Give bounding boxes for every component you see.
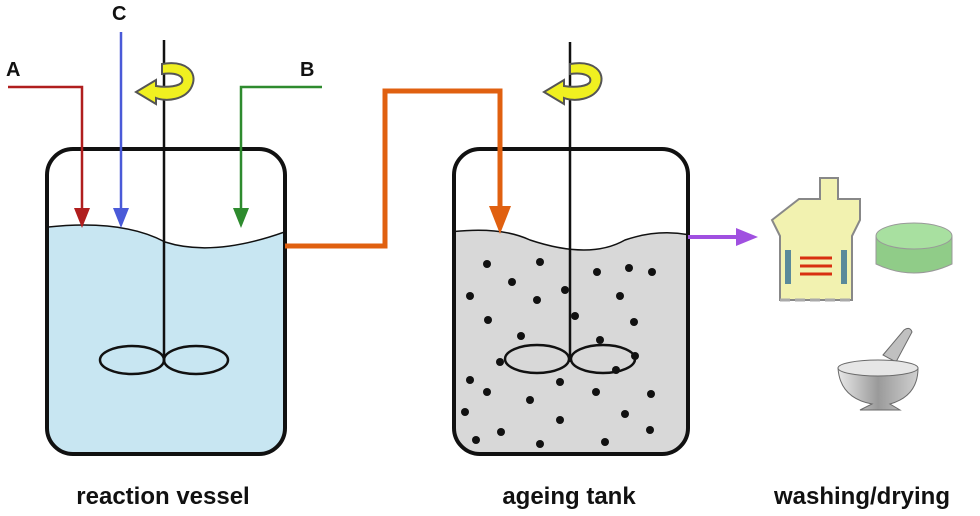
particle: [593, 268, 601, 276]
particle: [483, 260, 491, 268]
particle: [571, 312, 579, 320]
drying-oven-icon: [770, 177, 861, 302]
particle: [533, 296, 541, 304]
particle: [517, 332, 525, 340]
ageing-tank-slurry: [454, 229, 688, 454]
feed-line-a: [8, 85, 90, 228]
caption-reaction-vessel: reaction vessel: [76, 483, 249, 510]
particle: [596, 336, 604, 344]
output-arrow: [688, 228, 758, 246]
particle: [466, 292, 474, 300]
particle: [496, 358, 504, 366]
particle: [648, 268, 656, 276]
feed-label-b: B: [300, 59, 314, 81]
particle: [561, 286, 569, 294]
particle: [556, 416, 564, 424]
particle: [601, 438, 609, 446]
rotation-arrow-icon: [134, 62, 195, 106]
reaction-vessel-wall: [45, 147, 287, 456]
mortar-pestle-icon: [837, 327, 919, 411]
particle: [647, 390, 655, 398]
feed-label-c: C: [112, 3, 126, 25]
particle: [466, 376, 474, 384]
caption-washing-drying: washing/drying: [773, 483, 950, 510]
feed-line-b: [233, 85, 322, 228]
particle: [536, 258, 544, 266]
feed-line-c: [113, 32, 129, 228]
particle: [556, 378, 564, 386]
particle: [625, 264, 633, 272]
filter-cake-icon: [875, 222, 953, 274]
particle: [526, 396, 534, 404]
particle: [508, 278, 516, 286]
particle: [592, 388, 600, 396]
particle: [472, 436, 480, 444]
particle: [621, 410, 629, 418]
particle: [461, 408, 469, 416]
particle: [536, 440, 544, 448]
particle: [616, 292, 624, 300]
particle: [646, 426, 654, 434]
feed-label-a: A: [6, 59, 20, 81]
particle: [483, 388, 491, 396]
caption-ageing-tank: ageing tank: [502, 483, 636, 510]
transfer-line: [285, 88, 511, 249]
particle: [630, 318, 638, 326]
ageing-tank: [452, 147, 690, 456]
rotation-arrow-icon: [542, 62, 603, 106]
ageing-tank-particles: [461, 258, 656, 448]
particle: [484, 316, 492, 324]
particle: [497, 428, 505, 436]
